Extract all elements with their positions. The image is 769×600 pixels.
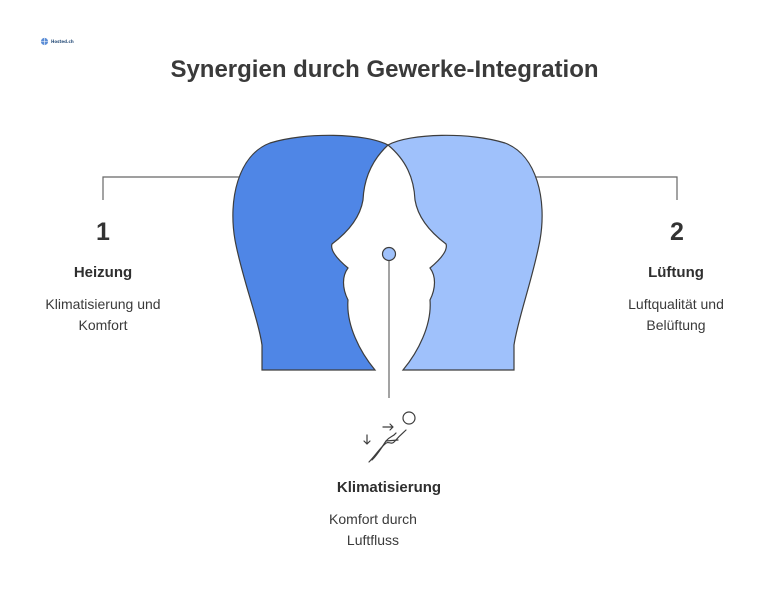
page-title: Synergien durch Gewerke-Integration: [170, 56, 599, 83]
left-head-shape: [232, 134, 390, 371]
connector-center-dot: [381, 246, 397, 262]
logo: Hosted.ch: [40, 37, 74, 46]
airflow-person-icon: [363, 411, 416, 463]
item-2-heading: Lüftung: [648, 264, 704, 281]
item-1-description: Klimatisierung und Komfort: [45, 296, 161, 333]
item-1-heading: Heizung: [73, 264, 133, 281]
logo-globe-icon: [40, 37, 49, 46]
item-1-number: 1: [96, 218, 110, 246]
item-2-description: Luftqualität und Belüftung: [628, 296, 724, 333]
right-head-shape: [386, 134, 543, 371]
item-2-number: 2: [670, 218, 684, 246]
item-3-description: Komfort durch Luftfluss: [329, 511, 417, 548]
item-3-heading: Klimatisierung: [336, 479, 442, 496]
logo-text: Hosted.ch: [51, 38, 74, 44]
connector-left: [102, 176, 241, 200]
connector-right: [536, 176, 678, 200]
